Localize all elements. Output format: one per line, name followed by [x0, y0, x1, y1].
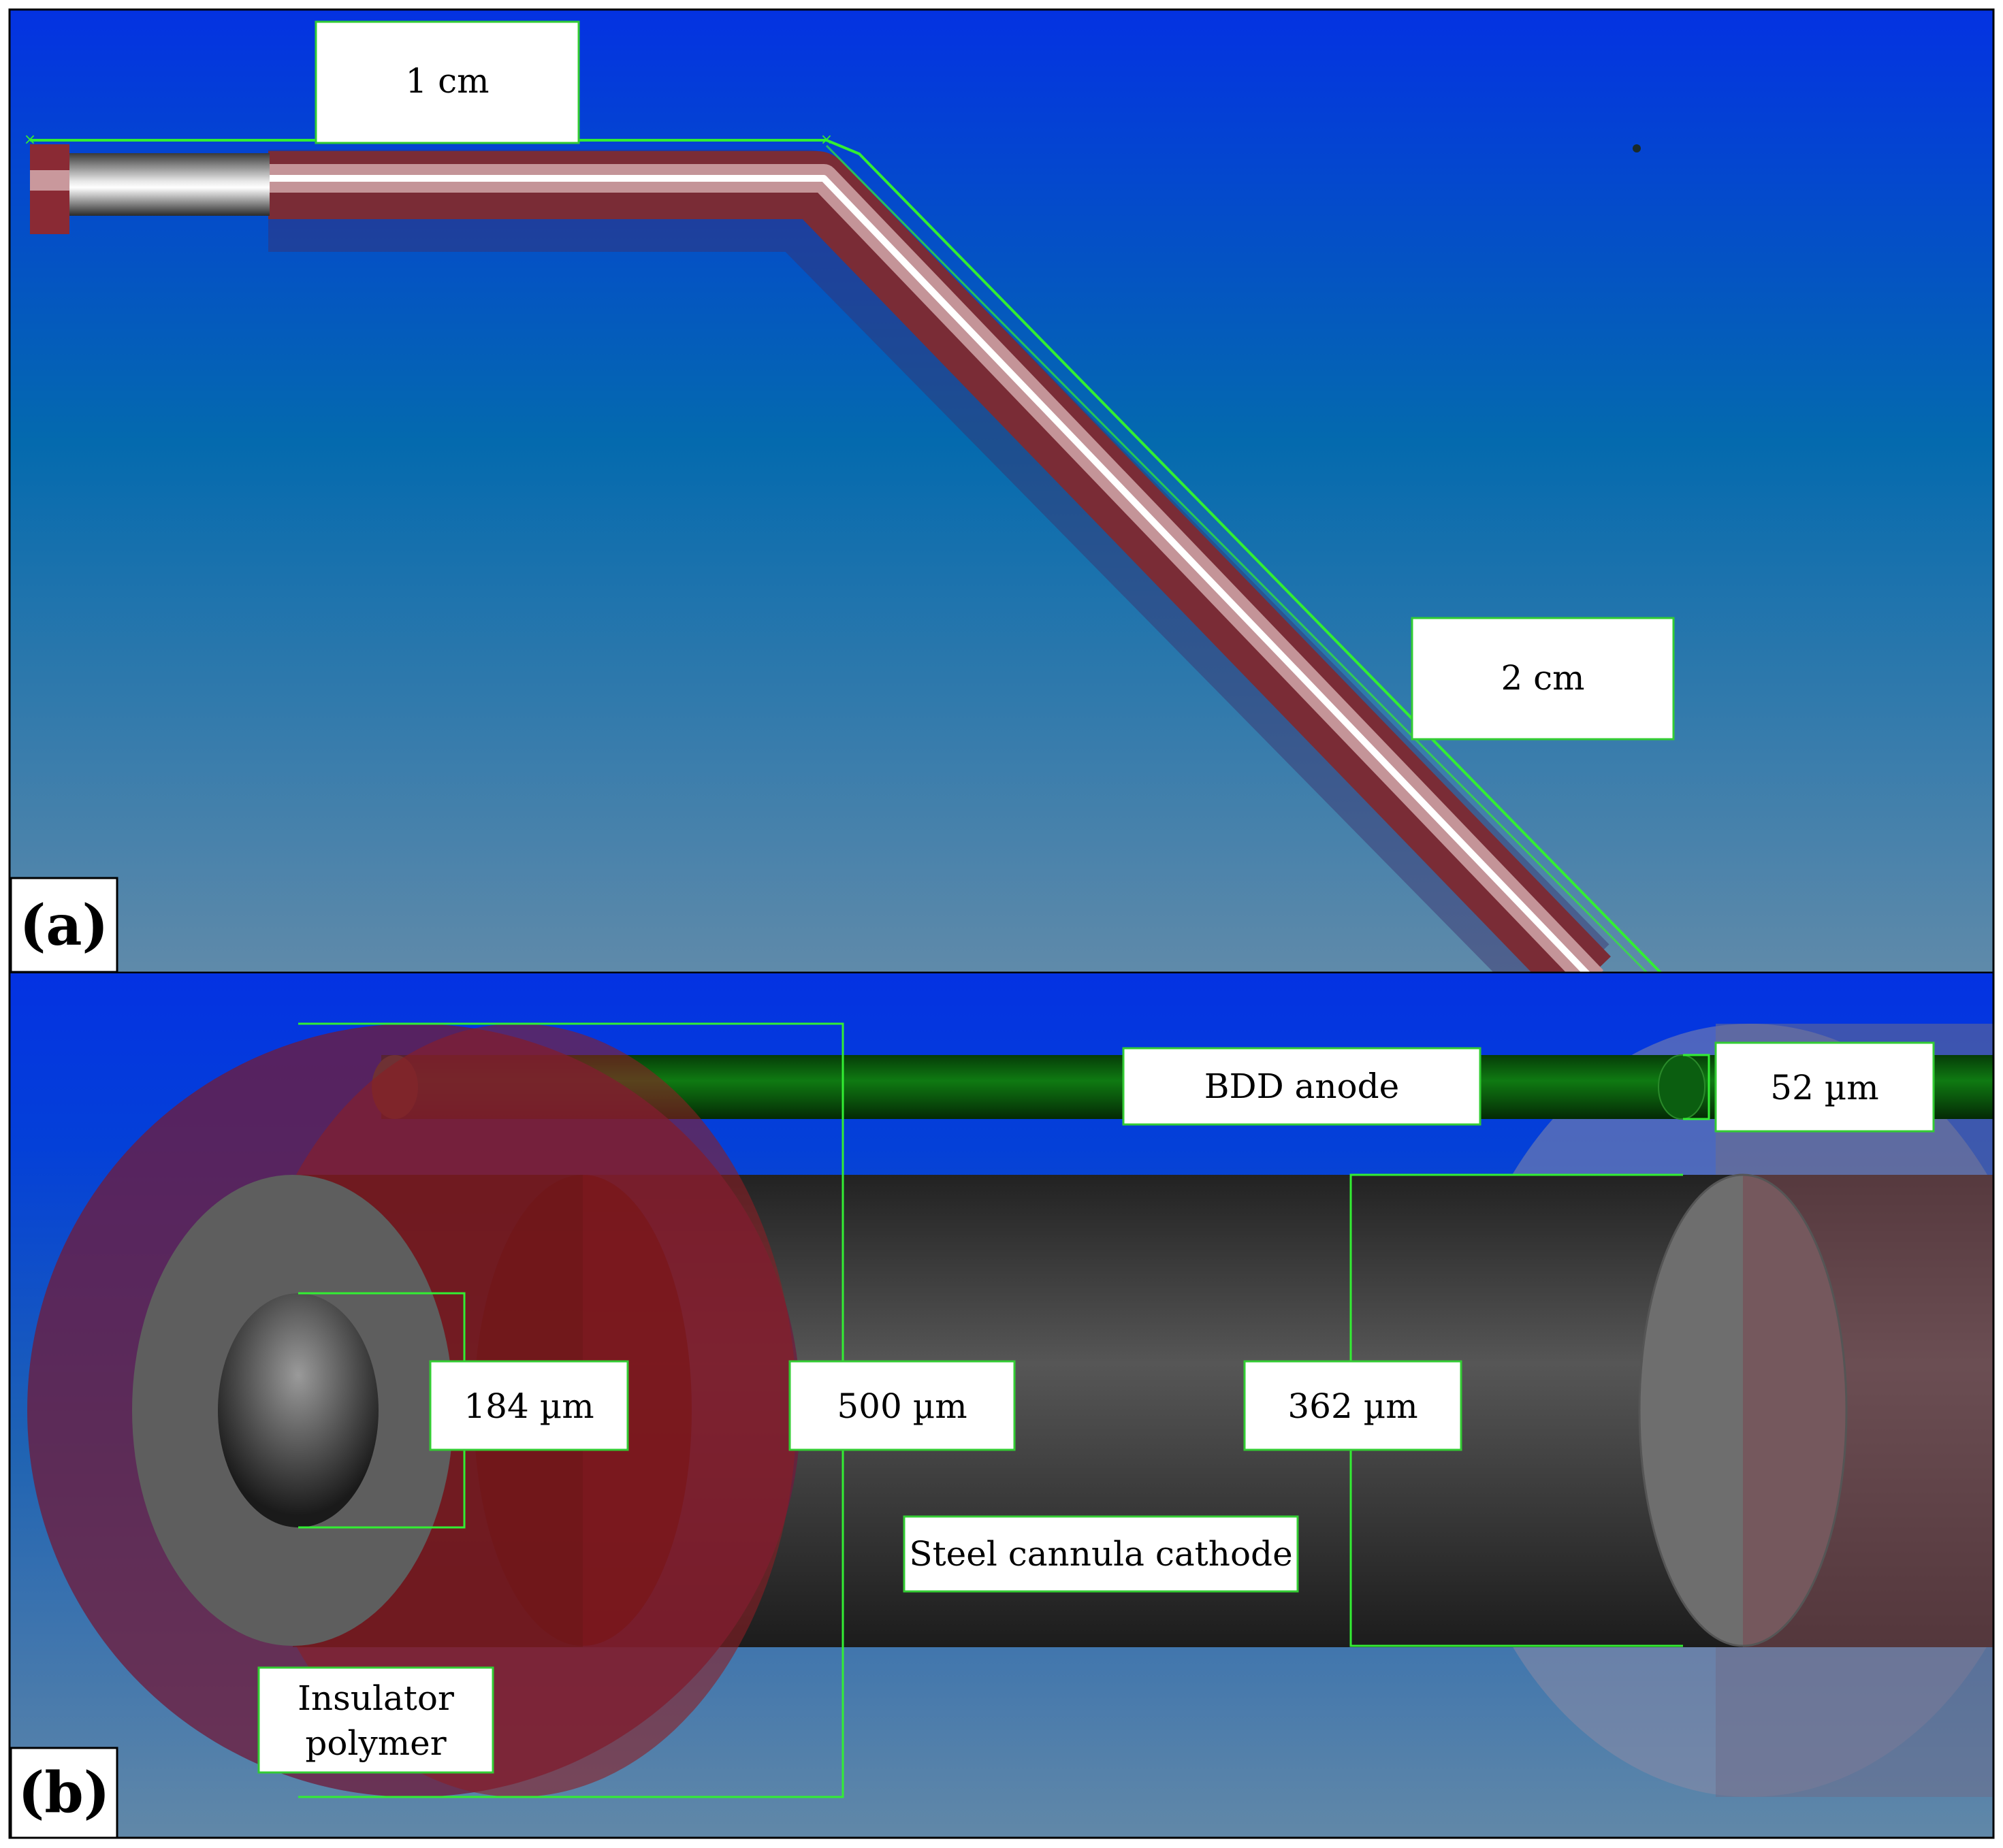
cathode-dimension-label: 362 µm [1287, 1387, 1417, 1426]
insulator-label-line1: Insulator [298, 1679, 454, 1718]
dimension-label-1cm: 1 cm [405, 61, 489, 101]
marker-dot [1633, 144, 1641, 152]
svg-text:×: × [820, 131, 833, 148]
insulator-label-line2: polymer [305, 1723, 446, 1763]
anode-dimension-box [1714, 1041, 1935, 1133]
insulator-label-box [257, 1666, 494, 1774]
anode-dimension-label: 52 µm [1770, 1068, 1878, 1107]
panel-b: BDD anode 52 µm 184 µm 500 µm 362 µm Ste… [10, 973, 1993, 1838]
dimension-box-1cm [315, 20, 580, 144]
tube-specular [268, 175, 1590, 972]
anode-label-box [1122, 1047, 1481, 1126]
anode-label: BDD anode [1204, 1067, 1400, 1106]
panel-a: × × 1 cm 2 cm (a) [10, 10, 1993, 972]
panel-a-tag: (a) [20, 893, 109, 958]
panel-a-tag-box [10, 877, 118, 972]
svg-text:×: × [24, 131, 36, 148]
insulator-dimension-box [788, 1360, 1016, 1451]
bore-dimension-box [429, 1360, 629, 1451]
insulator-dimension-label: 500 µm [837, 1387, 967, 1426]
cathode-dimension-box [1243, 1360, 1462, 1451]
dimension-label-2cm: 2 cm [1501, 658, 1584, 698]
cathode-label-box [903, 1515, 1299, 1593]
figure-border [8, 8, 1995, 1839]
cannula-bore [218, 1293, 379, 1527]
cannula-exposed [68, 153, 270, 216]
dimension-box-2cm [1411, 617, 1675, 741]
bore-dimension-label: 184 µm [464, 1387, 594, 1426]
cathode-label: Steel cannula cathode [909, 1534, 1292, 1574]
dimension-line-52um [1683, 1054, 1710, 1120]
panel-b-tag-box [10, 1747, 118, 1838]
panel-b-tag: (b) [18, 1760, 110, 1826]
